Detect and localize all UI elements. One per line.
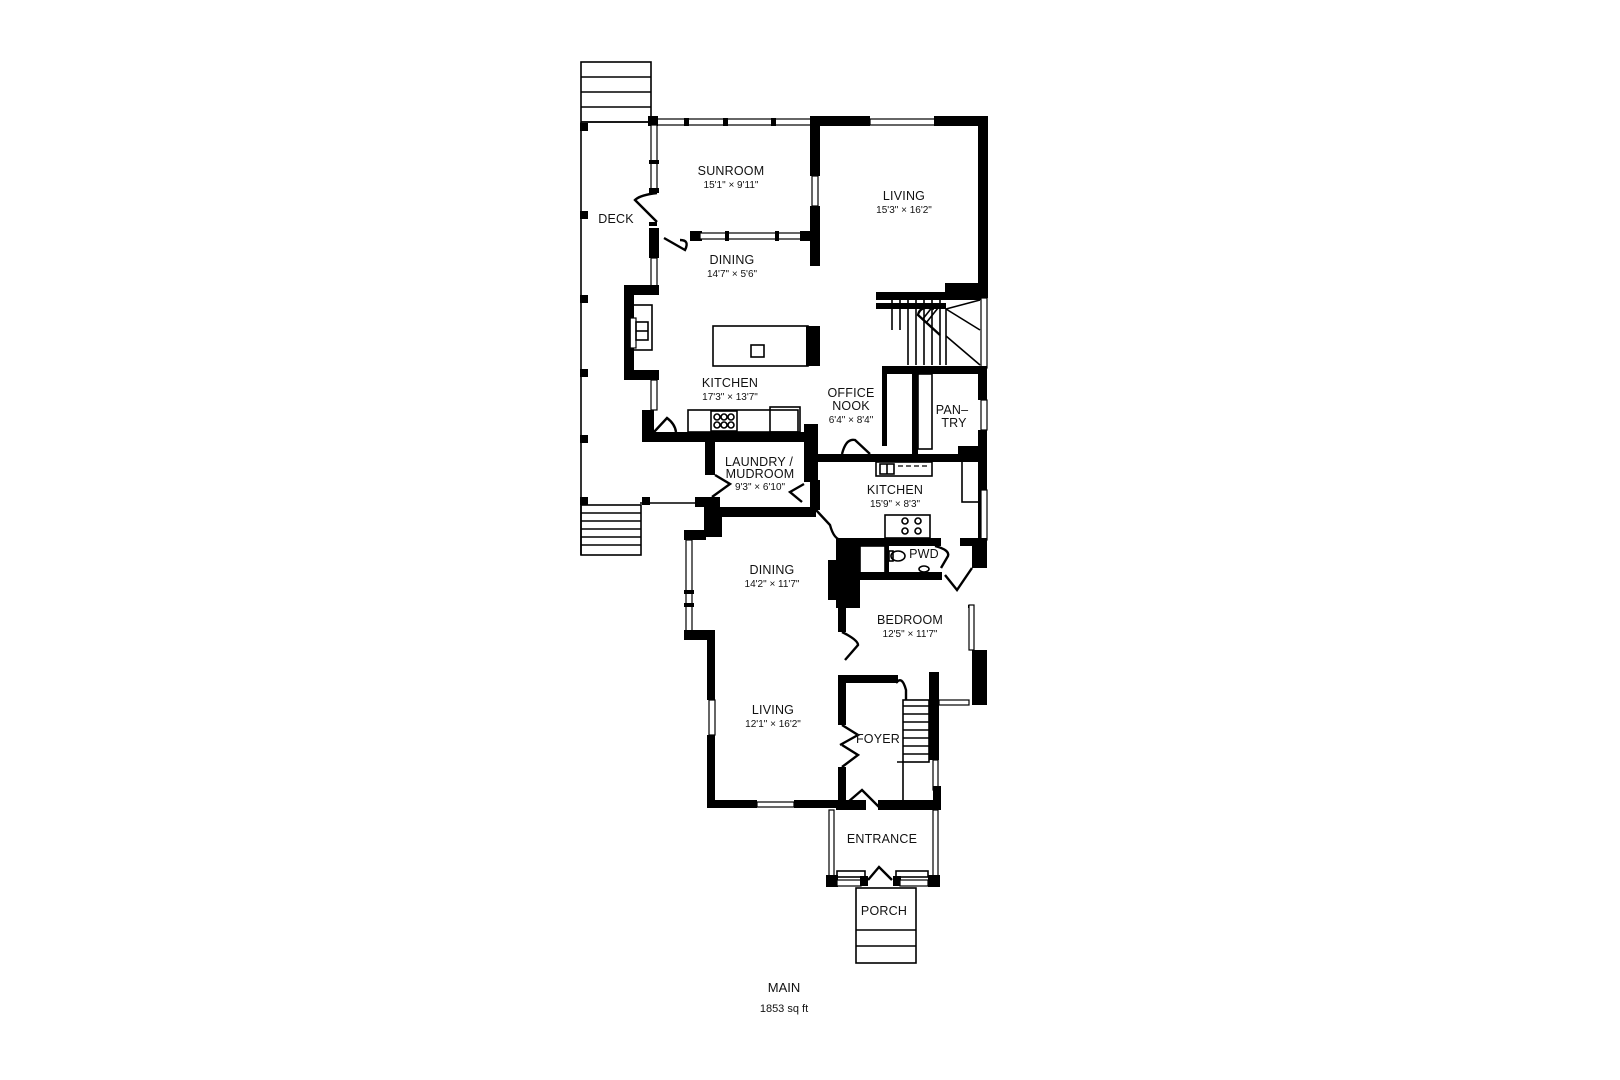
island-sink-icon <box>750 344 765 358</box>
room-dims-sunroom: 15'1" × 9'11" <box>704 180 759 191</box>
room-dims-laundry: 9'3" × 6'10" <box>735 482 786 493</box>
room-name-pwd: PWD <box>909 547 939 561</box>
lower-kitchen-walls <box>810 480 988 608</box>
kitchen-island <box>712 325 809 367</box>
pwd-sink-icon <box>918 565 930 573</box>
room-name-pantry: PAN– <box>936 403 969 417</box>
floor-name: MAIN <box>768 980 801 995</box>
room-dims-living-lower: 12'1" × 16'2" <box>745 719 801 730</box>
floor-area: 1853 sq ft <box>760 1003 808 1015</box>
kitchen-back-counter <box>687 409 799 433</box>
sink-counter <box>629 304 653 351</box>
room-name-living-upper: LIVING <box>883 189 925 203</box>
toilet-icon <box>890 550 906 562</box>
room-name-sunroom: SUNROOM <box>698 164 765 178</box>
room-labels: DECK SUNROOM 15'1" × 9'11" LIVING 15'3" … <box>598 164 968 918</box>
room-name-dining-lower: DINING <box>750 563 795 577</box>
room-dims-kitchen-lower: 15'9" × 8'3" <box>870 499 921 510</box>
deck-stairs-bottom <box>580 504 642 556</box>
room-name2-office-nook: NOOK <box>832 399 870 413</box>
office-pantry-walls <box>818 366 988 503</box>
room-dims-office-nook: 6'4" × 8'4" <box>829 415 874 426</box>
laundry-walls <box>695 440 818 537</box>
room-name-porch: PORCH <box>861 904 907 918</box>
room-name2-pantry: TRY <box>941 416 967 430</box>
lower-middle-walls <box>836 602 987 810</box>
room-name-laundry: LAUNDRY / <box>725 455 793 469</box>
stairs-upper <box>876 297 988 369</box>
room-dims-dining-lower: 14'2" × 11'7" <box>745 579 800 590</box>
room-dims-dining-upper: 14'7" × 5'6" <box>707 269 758 280</box>
room-name-entrance: ENTRANCE <box>847 832 917 846</box>
room-name-foyer: FOYER <box>856 732 900 746</box>
lower-west-walls <box>684 530 844 808</box>
room-name-deck: DECK <box>598 212 634 226</box>
room-dims-living-upper: 15'3" × 16'2" <box>876 205 932 216</box>
room-name-bedroom: BEDROOM <box>877 613 943 627</box>
porch-steps <box>855 887 917 964</box>
range-icon <box>710 410 738 432</box>
room-name-kitchen-upper: KITCHEN <box>702 376 758 390</box>
room-name-living-lower: LIVING <box>752 703 794 717</box>
room-name-dining-upper: DINING <box>710 253 755 267</box>
upper-walls <box>624 116 988 464</box>
entrance-walls <box>826 809 940 964</box>
room-name2-laundry: MUDROOM <box>726 467 795 481</box>
room-dims-bedroom: 12'5" × 11'7" <box>883 629 938 640</box>
lower-kitchen-sink-counter <box>875 461 933 477</box>
room-name-office-nook: OFFICE <box>827 386 874 400</box>
room-name-kitchen-lower: KITCHEN <box>867 483 923 497</box>
deck <box>580 61 700 556</box>
room-dims-kitchen-upper: 17'3" × 13'7" <box>702 392 758 403</box>
